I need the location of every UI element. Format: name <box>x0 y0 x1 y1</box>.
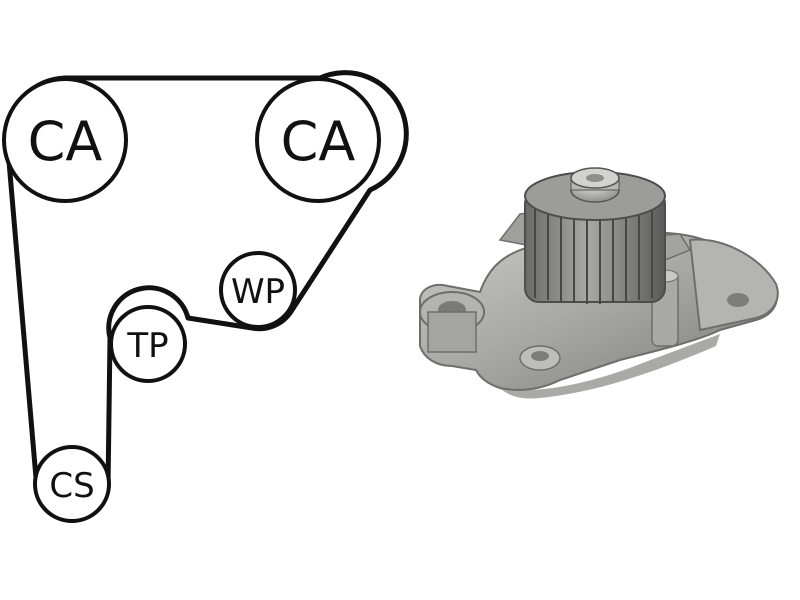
pulley-ca-right: CA <box>255 77 381 203</box>
pulley-cs-label: CS <box>49 466 94 506</box>
water-pump-image <box>419 167 779 399</box>
pulley-wp: WP <box>219 251 297 329</box>
pulley-ca-right-label: CA <box>281 110 356 173</box>
belt-diagram: CA CA WP TP CS <box>2 70 409 523</box>
left-mounting-boss <box>419 291 485 353</box>
pulley-ca-left: CA <box>2 77 128 203</box>
pulley-cs: CS <box>33 445 111 523</box>
pump-housing <box>419 230 778 391</box>
pulley-ca-left-label: CA <box>28 110 103 173</box>
pulley-tp-label: TP <box>126 326 168 366</box>
pulley-wp-label: WP <box>231 272 285 312</box>
pulley-tp: TP <box>109 305 187 383</box>
lower-boss <box>519 345 561 371</box>
pump-sprocket <box>524 167 666 304</box>
housing-shadow <box>500 334 720 399</box>
right-flange <box>688 238 779 332</box>
